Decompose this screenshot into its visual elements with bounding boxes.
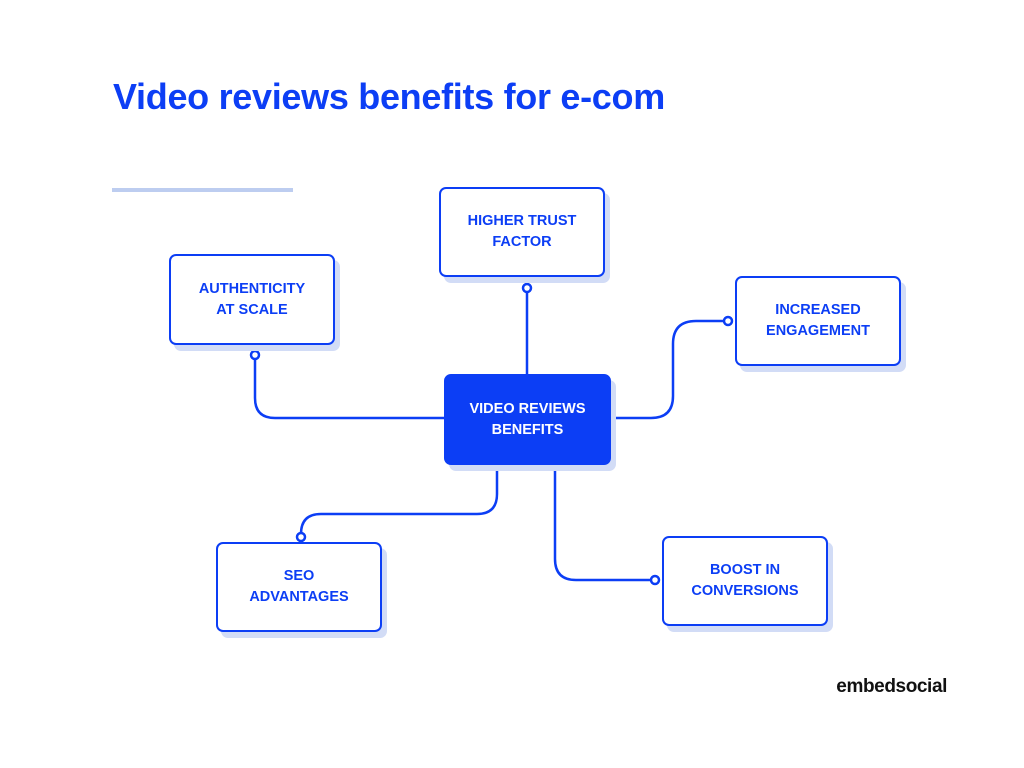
connector-dot-trust bbox=[521, 282, 533, 294]
connector-conversions bbox=[553, 463, 653, 582]
node-label: BOOST IN CONVERSIONS bbox=[691, 562, 799, 599]
connector-dot-engagement bbox=[722, 315, 734, 327]
node-label: AUTHENTICITY AT SCALE bbox=[198, 280, 306, 318]
connector-seo bbox=[299, 463, 499, 543]
connector-engagement bbox=[609, 319, 726, 420]
node-higher-trust-factor: HIGHER TRUST FACTOR bbox=[439, 187, 605, 277]
node-video-reviews-benefits: VIDEO REVIEWS BENEFITS bbox=[444, 374, 611, 465]
connector-dot-authenticity bbox=[249, 349, 261, 361]
center-node-label: VIDEO REVIEWS BENEFITS bbox=[469, 400, 586, 438]
node-authenticity-at-scale: AUTHENTICITY AT SCALE bbox=[169, 254, 335, 345]
brand-logo: embedsocial bbox=[836, 676, 947, 697]
connector-dot-conversions bbox=[649, 574, 661, 586]
node-label: HIGHER TRUST FACTOR bbox=[467, 213, 577, 250]
node-boost-in-conversions: BOOST IN CONVERSIONS bbox=[662, 536, 828, 626]
title-underline bbox=[112, 188, 293, 192]
node-label: SEO ADVANTAGES bbox=[249, 568, 349, 605]
node-label: INCREASED ENGAGEMENT bbox=[766, 302, 870, 339]
connector-authenticity bbox=[253, 357, 447, 420]
node-seo-advantages: SEO ADVANTAGES bbox=[216, 542, 382, 632]
page-title: Video reviews benefits for e-com bbox=[113, 76, 665, 117]
node-increased-engagement: INCREASED ENGAGEMENT bbox=[735, 276, 901, 366]
connector-dot-seo bbox=[295, 531, 307, 543]
